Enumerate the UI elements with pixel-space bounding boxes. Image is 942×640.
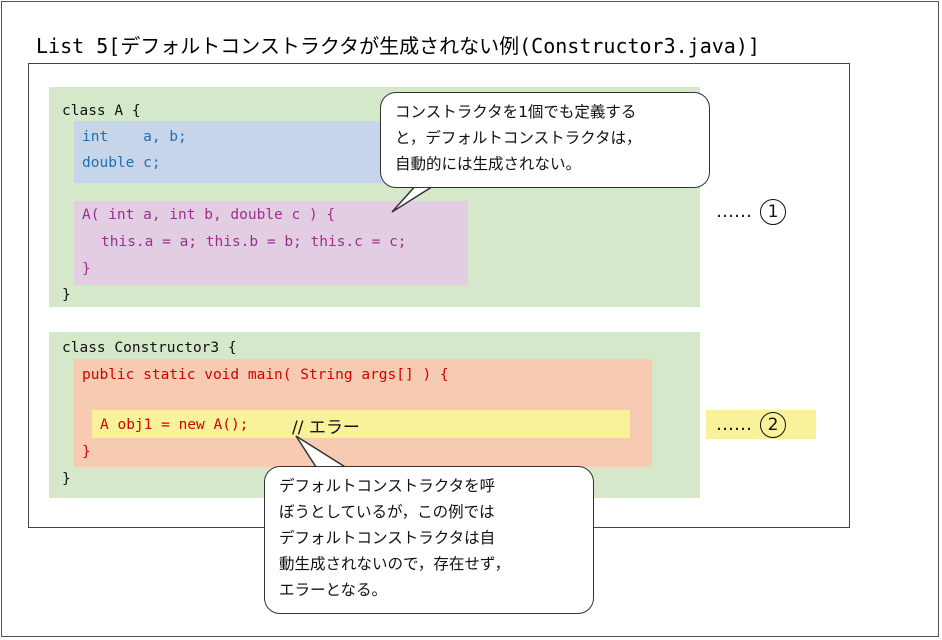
field-double: double c;: [82, 155, 161, 171]
bottom-callout-line-1: デフォルトコンストラクタを呼: [279, 477, 496, 495]
top-callout-line-3: 自動的には生成されない。: [395, 155, 582, 173]
bottom-callout-line-4: 動生成されないので，存在せず，: [279, 555, 511, 573]
title-prefix: List 5[: [36, 34, 121, 58]
marker-1-dots: ……: [716, 201, 752, 222]
constructor-close: }: [82, 261, 91, 277]
title-main: デフォルトコンストラクタが生成されない例: [120, 34, 520, 58]
bottom-callout-line-3: デフォルトコンストラクタは自: [279, 529, 496, 547]
title-file: (Constructor3.java)]: [519, 34, 760, 58]
top-callout: コンストラクタを1個でも定義する と，デフォルトコンストラクタは， 自動的には生…: [380, 92, 710, 188]
bottom-callout-line-2: ぼうとしているが，この例では: [279, 503, 495, 521]
marker-1: …… 1: [716, 199, 786, 225]
constructor-body: this.a = a; this.b = b; this.c = c;: [101, 234, 407, 250]
bottom-callout-tail: [295, 435, 353, 471]
bottom-callout-line-5: エラーとなる。: [279, 581, 388, 599]
marker-2-dots: ……: [716, 414, 752, 435]
main-close: }: [82, 444, 91, 460]
bottom-callout: デフォルトコンストラクタを呼 ぼうとしているが，この例では デフォルトコンストラ…: [264, 466, 594, 614]
main-signature: public static void main( String args[] )…: [82, 367, 449, 383]
error-line-highlight: [92, 410, 630, 438]
marker-2: …… 2: [716, 412, 786, 438]
class-a-close: }: [62, 287, 71, 303]
marker-1-number: 1: [760, 199, 786, 225]
list-title: List 5[デフォルトコンストラクタが生成されない例(Constructor3…: [36, 30, 760, 59]
top-callout-line-1: コンストラクタを1個でも定義する: [395, 103, 637, 121]
field-block: [74, 121, 394, 183]
constructor-signature: A( int a, int b, double c ) {: [82, 207, 336, 223]
class-a-header: class A {: [62, 103, 141, 119]
constructor-block: [74, 201, 468, 285]
marker-2-number: 2: [760, 412, 786, 438]
top-callout-line-2: と，デフォルトコンストラクタは，: [395, 129, 642, 147]
class-c3-header: class Constructor3 {: [62, 340, 237, 356]
class-c3-close: }: [62, 471, 71, 487]
error-comment: // エラー: [292, 418, 360, 438]
error-statement: A obj1 = new A();: [100, 417, 249, 433]
field-int: int a, b;: [82, 129, 187, 145]
